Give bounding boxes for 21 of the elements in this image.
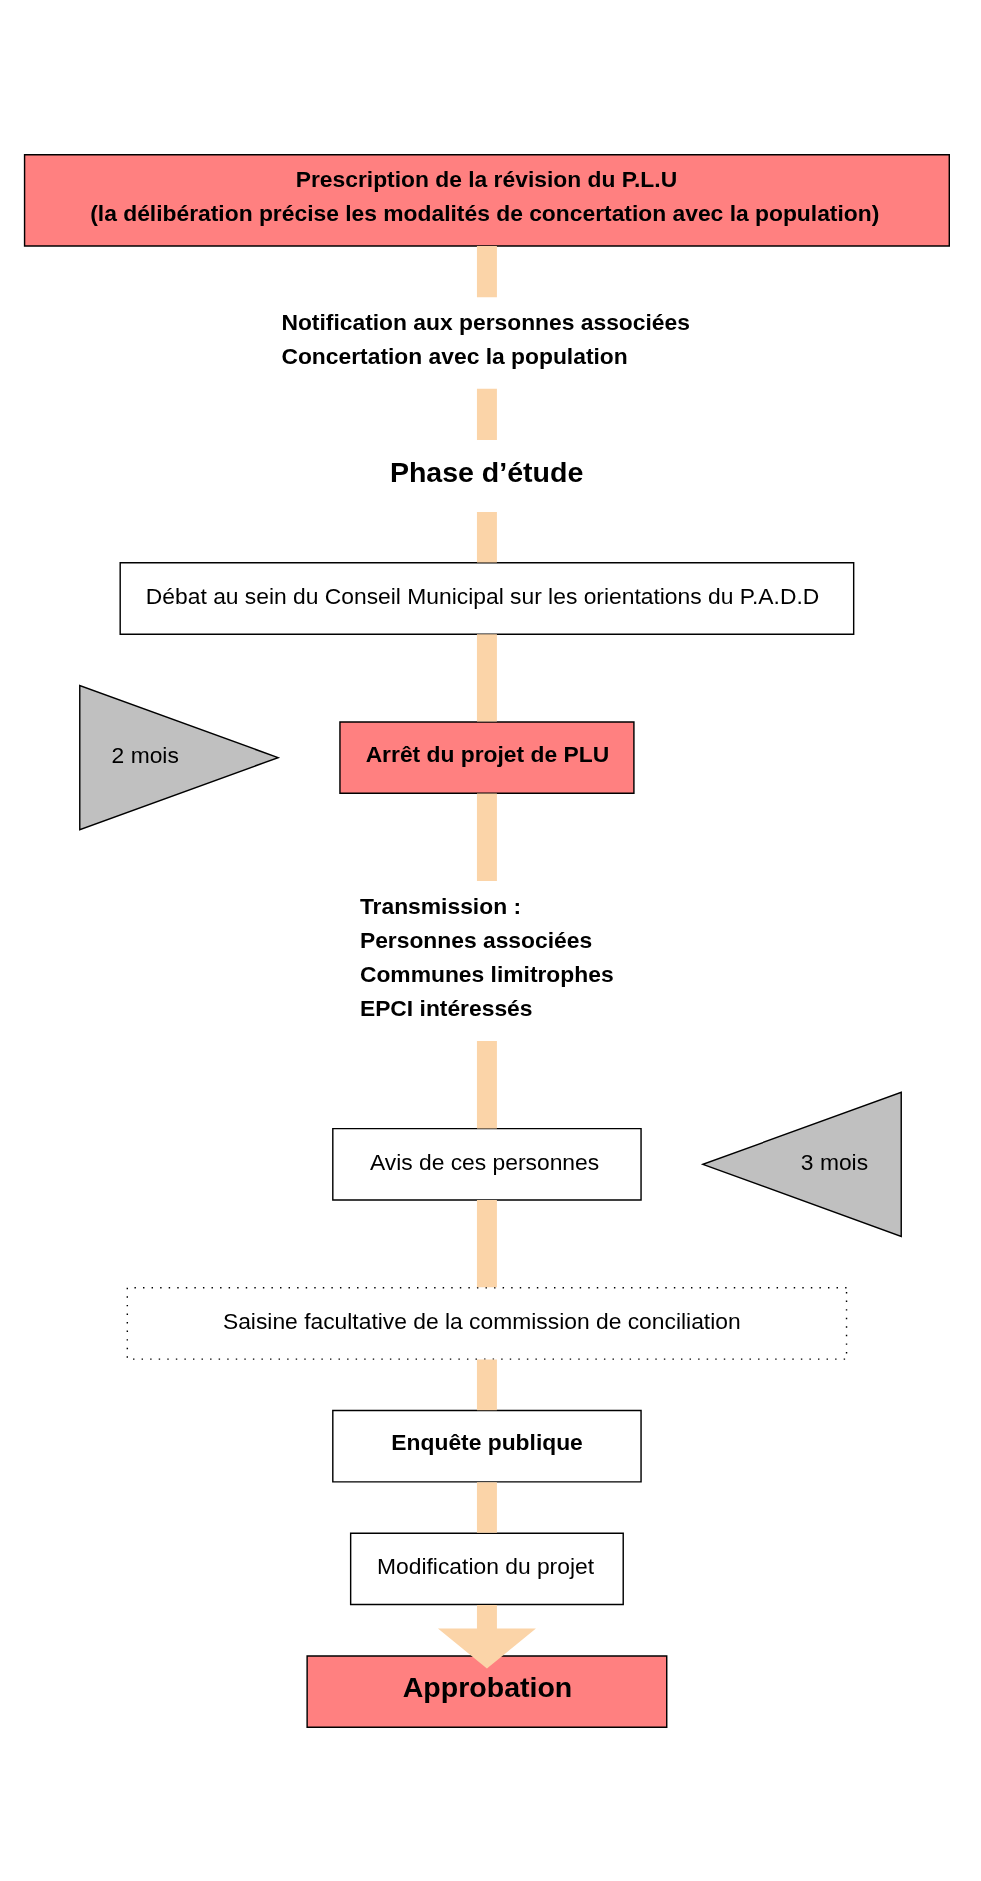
node-text: Phase d’étude xyxy=(389,455,584,487)
node-text: Notification aux personnes associées Concertation avec la population xyxy=(281,308,690,369)
connector xyxy=(476,1040,497,1128)
node-box: Approbation xyxy=(306,1654,668,1728)
node-box: Débat au sein du Conseil Municipal sur les orientations du P.A.D.D xyxy=(119,561,855,635)
node-box: Enquête publique xyxy=(332,1409,642,1483)
node-box: Arrêt du projet de PLU xyxy=(339,720,635,794)
arrow xyxy=(437,1604,536,1668)
connector xyxy=(476,388,497,440)
connector xyxy=(476,511,497,562)
connector xyxy=(476,1481,497,1533)
connector xyxy=(476,793,497,881)
connector xyxy=(476,1199,497,1287)
node-box: Prescription de la révision du P.L.U (la délibération précise les modalités de concertation avec la population) xyxy=(23,153,950,247)
connector xyxy=(476,1359,497,1410)
node-box: Saisine facultative de la commission de conciliation xyxy=(126,1286,848,1360)
node-box: Modification du projet xyxy=(349,1532,624,1605)
node-text: Transmission : Personnes associées Communes limitrophes EPCI intéressés xyxy=(359,892,614,1021)
node-box: Avis de ces personnes xyxy=(332,1127,642,1201)
connector xyxy=(476,245,497,297)
connector xyxy=(476,633,497,721)
